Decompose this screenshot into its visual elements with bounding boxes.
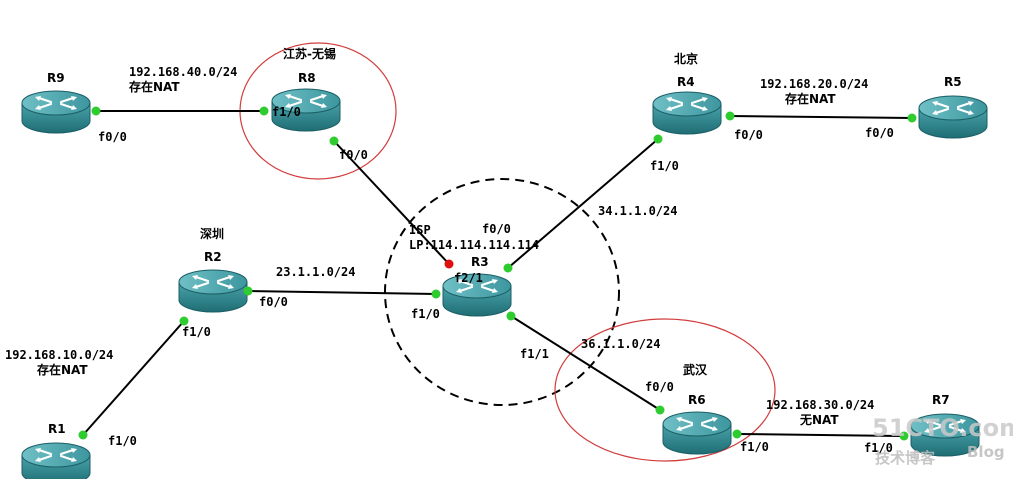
watermark-brand: 51CTO.com [872,414,1013,442]
iface-label-r4-f00: f0/0 [734,128,763,142]
network-label-23: 23.1.1.0/24 [276,265,355,279]
iface-label-r3-f00: f0/0 [482,222,511,236]
link-r6-r7 [736,433,905,437]
router-r1[interactable] [21,441,91,479]
port-dot-r6-f10 [732,429,742,439]
iface-label-r6-f00: f0/0 [645,380,674,394]
iface-label-r2-f10: f1/0 [182,325,211,339]
router-label-r3: R3 [471,255,489,269]
router-r5[interactable] [918,94,988,140]
iface-label-r8-f00: f0/0 [339,148,368,162]
port-dot-r8-f00 [329,136,339,146]
port-dot-r1-f10 [78,430,88,440]
port-dot-r2-f00 [243,286,253,296]
router-r2[interactable] [178,268,248,314]
watermark: 51CTO.com 技术博客 Blog [872,414,1013,467]
link-r2-r1 [82,320,185,436]
watermark-sub: 技术博客 [875,449,936,467]
network-label-30: 192.168.30.0/24 [766,398,874,412]
router-label-r2: R2 [204,250,222,264]
iface-label-r6-f10: f1/0 [740,440,769,454]
iface-label-r8-f10: f1/0 [272,105,301,119]
port-dot-r6-f00 [655,405,665,415]
port-dots [78,106,917,441]
location-label-beijing: 北京 [674,51,698,66]
port-dot-r7-f10 [899,431,909,441]
iface-label-r9-f00: f0/0 [98,130,127,144]
site-circle-wuhan [554,318,776,462]
iface-label-r1-f10: f1/0 [108,434,137,448]
network-label-34: 34.1.1.0/24 [598,204,677,218]
port-dot-r5-f00 [907,113,917,123]
nat-label-40: 存在NAT [128,79,180,94]
isp-label: ISP [409,223,431,237]
router-r6[interactable] [662,410,732,456]
port-dot-r4-f00 [725,111,735,121]
iface-label-r3-f21: f2/1 [454,271,483,285]
port-dot-r3-f10 [431,289,441,299]
port-dot-r2-f10 [179,316,189,326]
router-label-r1: R1 [48,422,66,436]
link-r2-r3 [247,290,437,295]
iface-label-r4-f10: f1/0 [650,159,679,173]
port-dot-r9-f00 [91,106,101,116]
router-label-r8: R8 [298,71,316,85]
iface-label-r3-f11: f1/1 [520,347,549,361]
link-r3-r6 [510,315,661,411]
iface-label-r7-f10: f1/0 [864,441,893,455]
iface-label-r5-f00: f0/0 [865,126,894,140]
iface-label-r3-f10: f1/0 [411,307,440,321]
location-label-wuhan: 武汉 [683,362,708,377]
port-dot-r8-f10 [259,106,269,116]
location-label-jiangsu: 江苏-无锡 [283,46,336,61]
location-label-shenzhen: 深圳 [200,226,224,241]
watermark-blog: Blog [967,443,1005,461]
nat-label-20: 存在NAT [784,91,836,106]
router-r4[interactable] [652,90,722,136]
port-dot-r3-f21 [444,259,454,269]
network-label-40: 192.168.40.0/24 [129,65,237,79]
router-label-r6: R6 [688,393,706,407]
router-label-r4: R4 [677,75,695,89]
port-dot-r3-f11 [506,311,516,321]
nat-label-30: 无NAT [799,413,839,427]
link-r4-r3 [507,138,659,269]
router-label-r9: R9 [47,71,65,85]
isp-loopback-label: LP:114.114.114.114 [409,238,539,252]
nat-label-10: 存在NAT [36,362,88,377]
network-label-10: 192.168.10.0/24 [5,348,113,362]
router-label-r5: R5 [944,75,962,89]
port-dot-r4-f10 [653,134,663,144]
isp-circle [384,178,620,406]
router-label-r7: R7 [932,393,950,407]
network-label-36: 36.1.1.0/24 [581,337,660,351]
port-dot-r3-f00 [503,263,513,273]
network-label-20: 192.168.20.0/24 [760,77,868,91]
router-r9[interactable] [21,89,91,135]
iface-label-r2-f00: f0/0 [259,295,288,309]
link-r8-r3 [333,140,450,265]
link-r4-r5 [729,115,913,119]
